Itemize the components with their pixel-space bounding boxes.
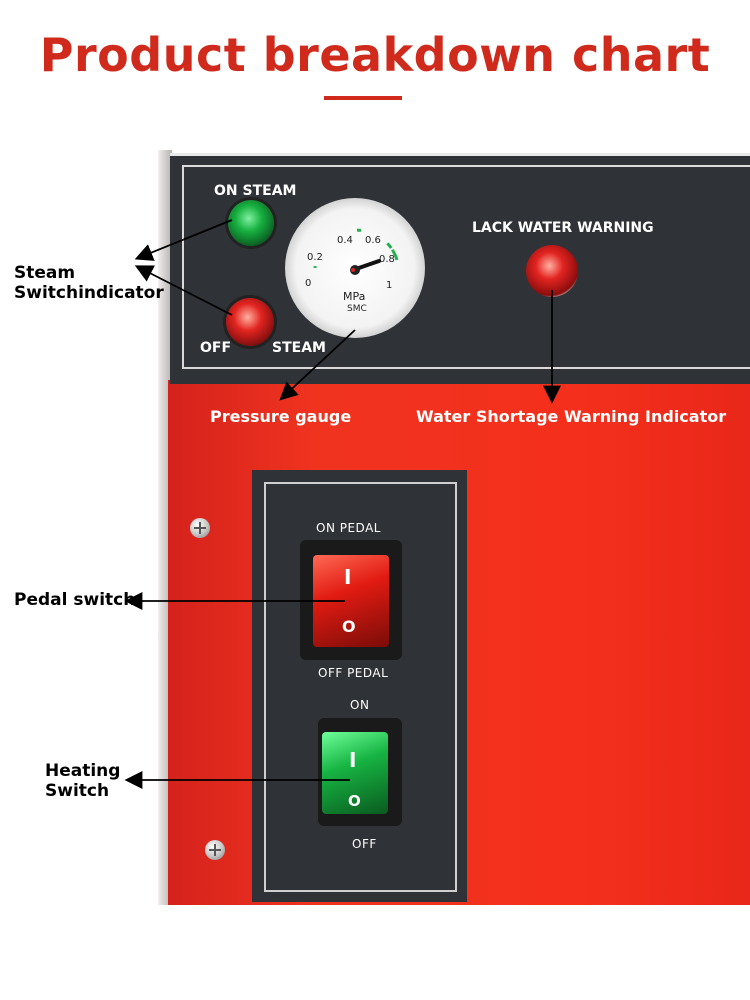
arrow-steam-on — [134, 219, 233, 261]
lack-water-warning-label: LACK WATER WARNING — [472, 220, 654, 236]
callout-pressure-gauge: Pressure gauge — [210, 407, 352, 426]
pedal-on-label: ON PEDAL — [316, 521, 381, 535]
arrow-pressure-gauge — [279, 329, 356, 401]
callout-steam-line2: Switchindicator — [14, 283, 164, 303]
off-label: OFF — [200, 340, 232, 356]
steam-off-indicator-lamp — [226, 298, 274, 346]
gauge-tick-0: 0 — [305, 278, 312, 289]
on-steam-label: ON STEAM — [214, 183, 297, 199]
callout-heating-line1: Heating — [45, 761, 121, 781]
pedal-off-label: OFF PEDAL — [318, 666, 389, 680]
heating-on-label: ON — [350, 698, 370, 712]
gauge-unit: MPa — [343, 290, 366, 303]
pedal-off-mark: O — [342, 617, 356, 636]
top-control-panel — [170, 153, 750, 384]
gauge-tick-1: 1 — [386, 280, 393, 291]
top-panel-border — [182, 165, 750, 369]
screw-icon — [205, 840, 225, 860]
gauge-brand: SMC — [347, 304, 367, 314]
heating-rocker-switch[interactable]: I O — [322, 732, 388, 814]
switch-panel-border — [264, 482, 457, 892]
callout-heating-switch: Heating Switch — [45, 761, 120, 801]
gauge-tick-0.4: 0.4 — [337, 235, 353, 246]
pressure-gauge: 0 0.2 0.4 0.6 0.8 1 MPa SMC — [285, 198, 425, 338]
heating-on-mark: I — [349, 748, 357, 772]
gauge-needle — [313, 228, 399, 275]
pedal-on-mark: I — [344, 565, 352, 589]
water-shortage-indicator-lamp — [526, 245, 578, 297]
steam-label: STEAM — [272, 340, 326, 356]
arrow-steam-off — [134, 265, 233, 316]
callout-steam-line1: Steam — [14, 263, 76, 283]
gauge-tick-0.6: 0.6 — [365, 235, 381, 246]
callout-steam-switch: Steam Switchindicator — [14, 263, 164, 303]
gauge-tick-0.2: 0.2 — [307, 252, 323, 263]
steam-on-indicator-lamp — [228, 200, 274, 246]
page-title: Product breakdown chart — [39, 28, 711, 82]
callout-heating-line2: Switch — [45, 781, 110, 801]
title-underline — [324, 96, 402, 100]
heating-off-label: OFF — [352, 837, 377, 851]
callout-water-shortage: Water Shortage Warning Indicator — [416, 407, 727, 426]
gauge-tick-0.8: 0.8 — [379, 254, 395, 265]
screw-icon — [190, 518, 210, 538]
callout-pedal-switch: Pedal switch — [14, 590, 136, 610]
heating-off-mark: O — [348, 792, 361, 810]
